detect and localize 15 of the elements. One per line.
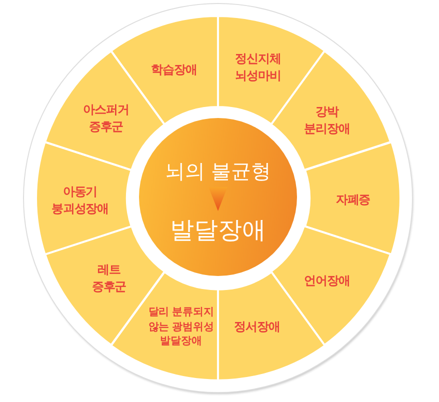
segment-label: 학습장애 (151, 61, 197, 78)
segment-label: 달리 분류되지 않는 광범위성 발달장애 (147, 304, 215, 350)
segment-label: 레트 증후군 (92, 262, 126, 296)
segment-label: 정서장애 (234, 318, 280, 336)
ring-segment (36, 142, 132, 254)
arrow (208, 187, 228, 211)
segment-label: 자폐증 (336, 191, 370, 208)
circle-label: 발달장애 (170, 211, 266, 243)
segment-label: 아동기 붕괴성장애 (52, 184, 108, 218)
segment-label: 정신지체 뇌성마비 (235, 50, 281, 85)
segment-label: 강박 분리장애 (304, 104, 350, 138)
segment-label: 아스퍼거 증후군 (83, 102, 129, 136)
ring-segment (304, 142, 400, 254)
segment-label: 언어장애 (304, 272, 350, 290)
circle-label: 뇌의 불균형 (164, 160, 272, 187)
